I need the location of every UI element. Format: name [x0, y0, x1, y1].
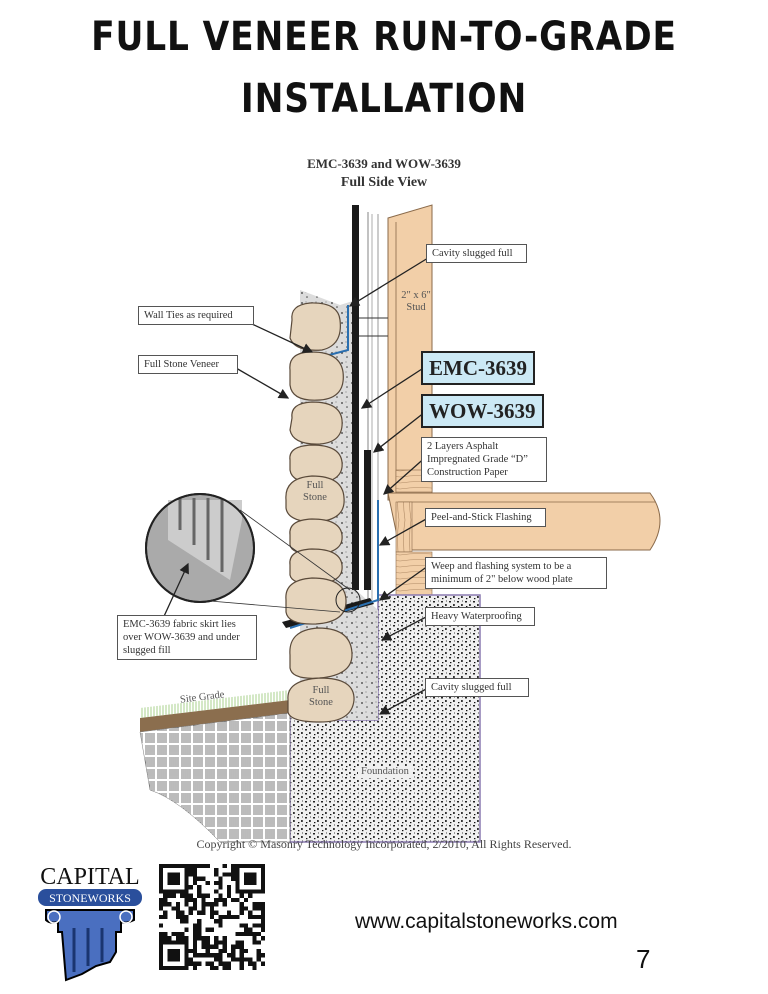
- callout-fabric-skirt: EMC-3639 fabric skirt lies over WOW-3639…: [117, 615, 257, 660]
- callout-cavity-slugged-top: Cavity slugged full: [426, 244, 527, 263]
- logo-text-stoneworks: STONEWORKS: [49, 891, 131, 905]
- ground-weave: [139, 712, 291, 843]
- capital-stoneworks-logo: CAPITAL STONEWORKS: [38, 864, 142, 982]
- wow-membrane: [364, 450, 371, 590]
- grade-soil: [140, 700, 290, 732]
- diagram-copyright: Copyright © Masonry Technology Incorpora…: [196, 837, 572, 851]
- callout-full-stone-veneer: Full Stone Veneer: [138, 355, 238, 374]
- callout-weep-system: Weep and flashing system to be a minimum…: [425, 557, 607, 589]
- page-title-line-2: INSTALLATION: [240, 76, 528, 122]
- stone-column: [285, 302, 355, 723]
- full-stone-label-upper: Full Stone: [303, 480, 327, 503]
- rim-board: [395, 501, 413, 553]
- page-number: 7: [636, 944, 651, 974]
- diagram-title: EMC-3639 and WOW-3639: [307, 156, 461, 171]
- stud-label: 2" x 6" Stud: [401, 290, 431, 313]
- wall-section-diagram: [139, 204, 661, 843]
- full-stone-label-lower: Full Stone: [309, 685, 333, 708]
- foundation-label: Foundation: [358, 766, 412, 778]
- website-url[interactable]: www.capitalstoneworks.com: [355, 910, 618, 933]
- diagram-subtitle: Full Side View: [340, 175, 428, 190]
- product-label-wow: WOW-3639: [421, 394, 544, 428]
- callout-peel-stick-flashing: Peel-and-Stick Flashing: [425, 508, 546, 527]
- emc-membrane: [352, 205, 359, 590]
- callout-heavy-waterproofing: Heavy Waterproofing: [425, 607, 535, 626]
- callout-cavity-slugged-bottom: Cavity slugged full: [425, 678, 529, 697]
- page-title-line-1: FULL VENEER RUN-TO-GRADE: [91, 14, 677, 60]
- grass: [140, 690, 290, 718]
- callout-wall-ties: Wall Ties as required: [138, 306, 254, 325]
- qr-code[interactable]: [159, 864, 265, 970]
- callout-asphalt-paper: 2 Layers Asphalt Impregnated Grade “D” C…: [421, 437, 547, 482]
- logo-text-capital: CAPITAL: [40, 864, 139, 890]
- product-label-emc: EMC-3639: [421, 351, 535, 385]
